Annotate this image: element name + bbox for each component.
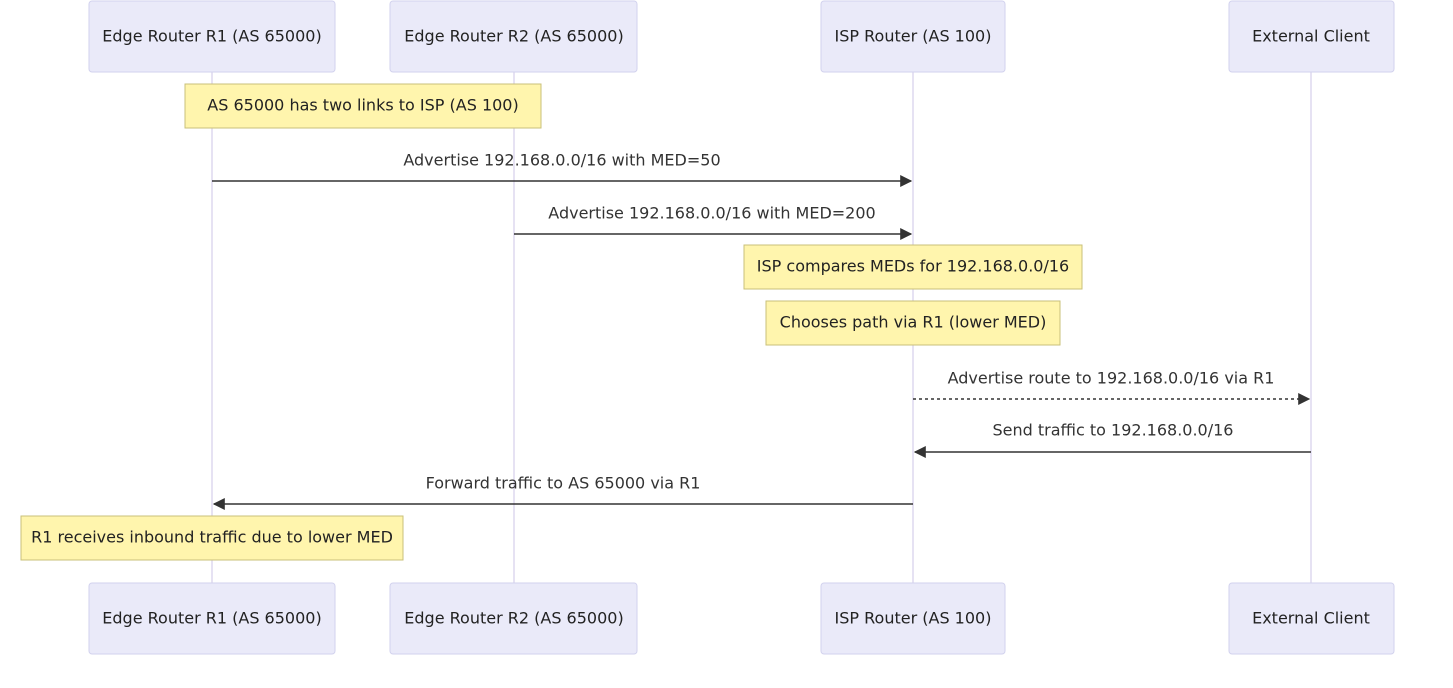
message-r2-advertise: Advertise 192.168.0.0/16 with MED=200 bbox=[514, 204, 913, 240]
note-two-links: AS 65000 has two links to ISP (AS 100) bbox=[184, 83, 542, 129]
note-text: ISP compares MEDs for 192.168.0.0/16 bbox=[757, 257, 1069, 276]
actors-top: Edge Router R1 (AS 65000) Edge Router R2… bbox=[88, 0, 1395, 73]
actor-label: External Client bbox=[1252, 609, 1370, 628]
actor-r1-bottom: Edge Router R1 (AS 65000) bbox=[88, 582, 336, 655]
actor-label: Edge Router R1 (AS 65000) bbox=[102, 27, 321, 46]
message-label: Advertise 192.168.0.0/16 with MED=200 bbox=[548, 204, 875, 223]
note-isp-compares: ISP compares MEDs for 192.168.0.0/16 bbox=[743, 244, 1083, 290]
actor-isp-top: ISP Router (AS 100) bbox=[820, 0, 1006, 73]
message-isp-forward-traffic: Forward traffic to AS 65000 via R1 bbox=[212, 474, 913, 510]
actors-bottom: Edge Router R1 (AS 65000) Edge Router R2… bbox=[88, 582, 1395, 655]
message-label: Send traffic to 192.168.0.0/16 bbox=[993, 421, 1234, 440]
lifelines bbox=[211, 72, 1312, 583]
message-isp-advertise-route: Advertise route to 192.168.0.0/16 via R1 bbox=[913, 369, 1311, 405]
message-label: Advertise 192.168.0.0/16 with MED=50 bbox=[403, 151, 720, 170]
actor-label: Edge Router R1 (AS 65000) bbox=[102, 609, 321, 628]
note-text: AS 65000 has two links to ISP (AS 100) bbox=[207, 96, 518, 115]
actor-label: ISP Router (AS 100) bbox=[835, 609, 992, 628]
message-r1-advertise: Advertise 192.168.0.0/16 with MED=50 bbox=[212, 151, 913, 187]
actor-isp-bottom: ISP Router (AS 100) bbox=[820, 582, 1006, 655]
note-r1-receives: R1 receives inbound traffic due to lower… bbox=[20, 515, 404, 561]
actor-client-bottom: External Client bbox=[1228, 582, 1395, 655]
actor-label: External Client bbox=[1252, 27, 1370, 46]
actor-client-top: External Client bbox=[1228, 0, 1395, 73]
note-text: Chooses path via R1 (lower MED) bbox=[780, 313, 1047, 332]
message-label: Advertise route to 192.168.0.0/16 via R1 bbox=[948, 369, 1275, 388]
message-label: Forward traffic to AS 65000 via R1 bbox=[426, 474, 701, 493]
note-text: R1 receives inbound traffic due to lower… bbox=[31, 528, 393, 547]
message-client-send-traffic: Send traffic to 192.168.0.0/16 bbox=[913, 421, 1311, 458]
actor-label: Edge Router R2 (AS 65000) bbox=[404, 609, 623, 628]
actor-label: ISP Router (AS 100) bbox=[835, 27, 992, 46]
actor-label: Edge Router R2 (AS 65000) bbox=[404, 27, 623, 46]
note-chooses-path: Chooses path via R1 (lower MED) bbox=[765, 300, 1061, 346]
actor-r1-top: Edge Router R1 (AS 65000) bbox=[88, 0, 336, 73]
actor-r2-top: Edge Router R2 (AS 65000) bbox=[389, 0, 638, 73]
actor-r2-bottom: Edge Router R2 (AS 65000) bbox=[389, 582, 638, 655]
